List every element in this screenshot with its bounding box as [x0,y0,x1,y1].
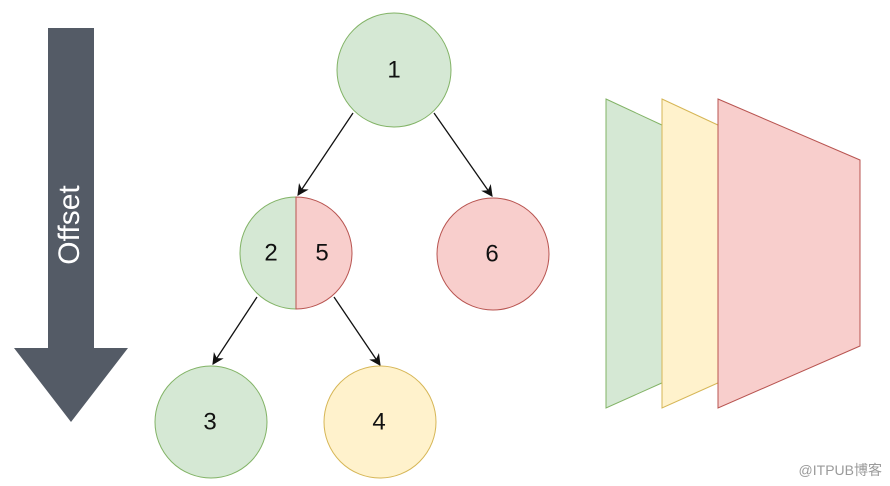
offset-label: Offset [53,185,86,265]
node-2-half [239,196,297,310]
edge-1-2 [297,112,354,196]
node-1: 1 [336,12,452,128]
node-3: 3 [154,365,268,479]
yellow-layer [661,98,721,409]
edge-5-4 [333,296,381,366]
offset-arrow-shape [14,28,128,422]
node-2-5-merged: 2 5 [239,196,353,310]
edge-1-6 [433,112,493,197]
watermark: @ITPUB博客 [799,462,882,478]
node-3-label: 3 [203,408,216,435]
node-6: 6 [436,197,550,311]
tree-edges [212,112,493,366]
node-5-half [295,196,353,310]
green-layer [605,98,665,409]
node-5-label: 5 [315,239,328,266]
offset-arrow: Offset [14,28,128,422]
node-4: 4 [323,365,437,479]
node-2-label: 2 [264,239,277,266]
layer-stack [605,98,861,409]
red-layer [717,98,861,409]
node-1-label: 1 [387,56,400,83]
node-6-label: 6 [485,240,498,267]
tree-nodes: 1 2 5 6 3 4 [154,12,550,479]
node-4-label: 4 [372,408,385,435]
edge-2-3 [212,296,258,365]
